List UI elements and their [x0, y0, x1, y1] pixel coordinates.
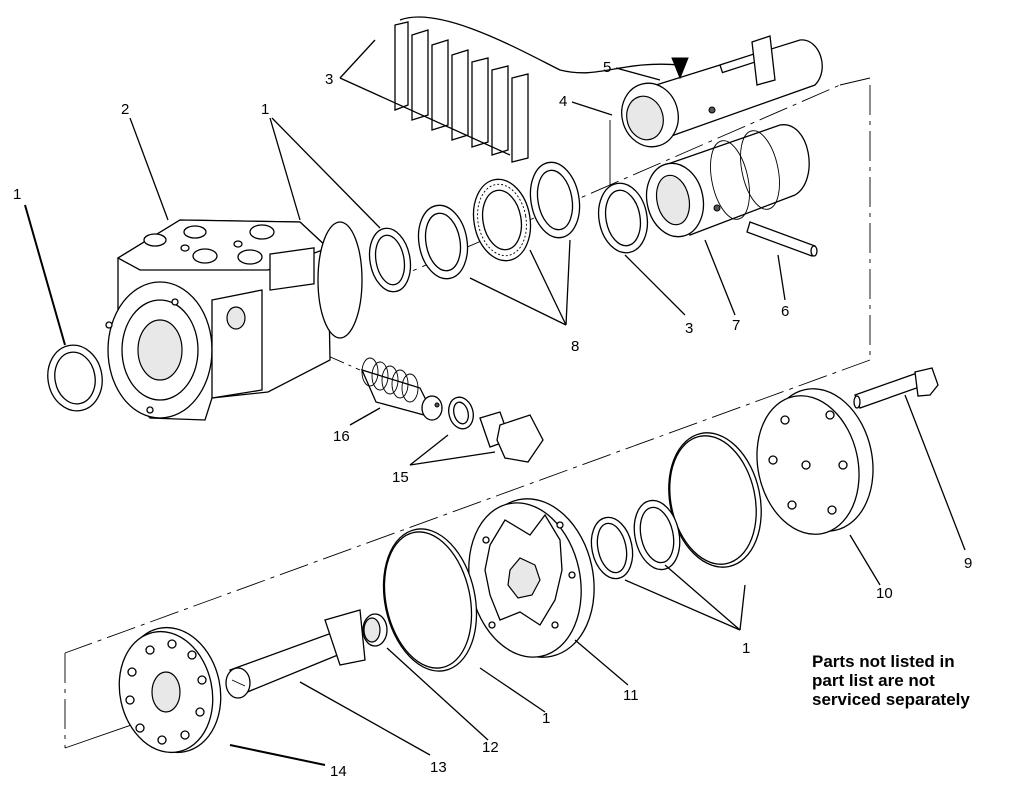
- label-8: 8: [571, 338, 579, 355]
- end-cap-10: [756, 388, 874, 535]
- part-labels: 1 2 1 3 5 4 8 3 7 6 16 15 9 10 1 11 1 12…: [13, 59, 972, 780]
- plug-and-seal-15: [448, 396, 544, 463]
- pin-6: [746, 221, 818, 257]
- control-spool: [621, 35, 823, 148]
- label-1-d: 1: [542, 710, 550, 727]
- label-2: 2: [121, 101, 129, 118]
- label-7: 7: [732, 317, 740, 334]
- valve-sleeve-7: [645, 124, 810, 238]
- label-12: 12: [482, 739, 499, 756]
- label-10: 10: [876, 585, 893, 602]
- service-note-line-2: part list are not: [812, 671, 935, 690]
- service-note-line-1: Parts not listed in: [812, 652, 955, 671]
- relief-valve-16: [360, 357, 443, 421]
- bearing-assembly-8: [472, 161, 581, 262]
- ring-3: [597, 182, 649, 254]
- label-14: 14: [330, 763, 347, 780]
- label-4: 4: [559, 93, 567, 110]
- drive-shaft-13: [225, 609, 366, 699]
- label-3-a: 3: [325, 71, 333, 88]
- label-6: 6: [781, 303, 789, 320]
- label-1-a: 1: [13, 186, 21, 203]
- leader-lines: [24, 39, 966, 766]
- service-note: Parts not listed in part list are not se…: [812, 652, 1022, 709]
- label-5: 5: [603, 59, 611, 76]
- label-1-c: 1: [742, 640, 750, 657]
- spacer-12: [362, 613, 388, 647]
- service-note-line-3: serviced separately: [812, 690, 970, 709]
- seal-rings-1-lower: [590, 432, 762, 580]
- gerotor-11: [468, 498, 595, 658]
- label-13: 13: [430, 759, 447, 776]
- label-1-b: 1: [261, 101, 269, 118]
- arrow-indicator: [671, 57, 689, 80]
- label-3-b: 3: [685, 320, 693, 337]
- valve-housing: [105, 219, 363, 421]
- label-15: 15: [392, 469, 409, 486]
- centering-springs-3: [394, 16, 681, 163]
- label-11: 11: [623, 687, 639, 704]
- seal-rings-1-upper: [368, 204, 469, 293]
- plate-14: [118, 626, 222, 754]
- cap-screw-9: [853, 367, 939, 409]
- seal-ring-1-left: [47, 344, 103, 412]
- label-16: 16: [333, 428, 350, 445]
- label-9: 9: [964, 555, 972, 572]
- o-ring-1-large: [382, 528, 478, 672]
